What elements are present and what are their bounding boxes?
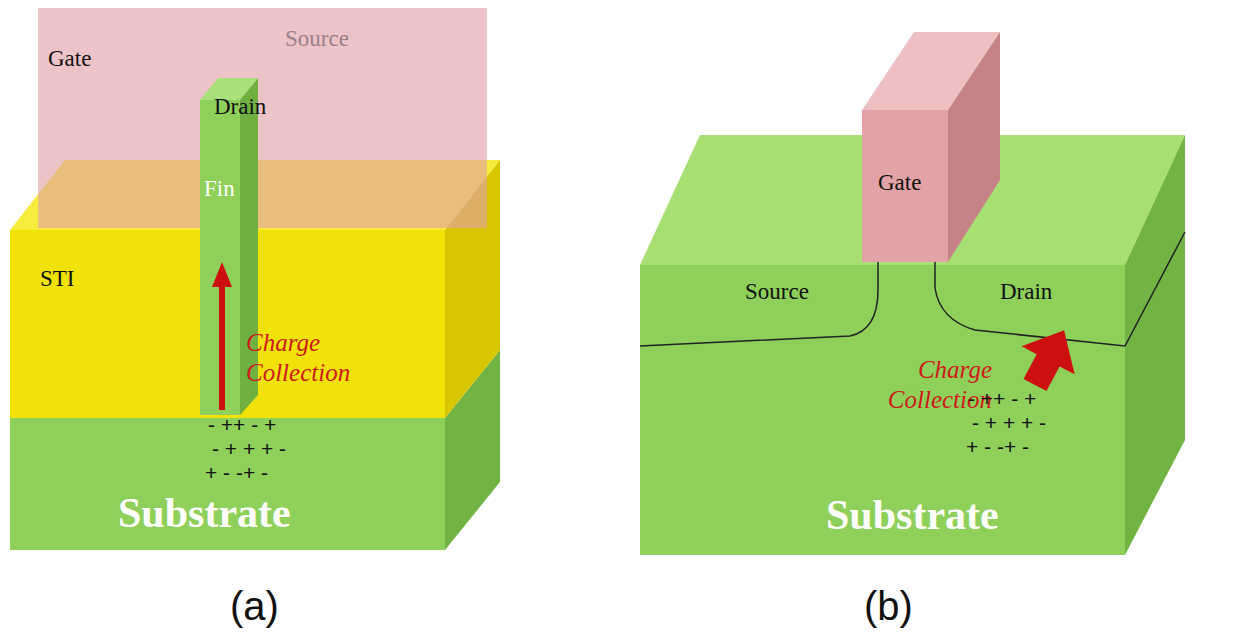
charge-symbols: - ++ - + [208, 414, 276, 435]
node-text: Gate [48, 46, 94, 71]
arrow-head [212, 262, 232, 287]
panel-label: (a) [230, 584, 279, 628]
substrate-block: Substrate [118, 490, 293, 537]
charge-symbols: + - -+ - [205, 462, 268, 483]
fin-block: Fin [204, 176, 237, 202]
node-text: Substrate [826, 492, 1001, 538]
sti-block: STI [40, 266, 77, 292]
collection-arrow [1009, 316, 1091, 399]
node-text: STI [40, 266, 77, 291]
charge-symbols: - + + + - [212, 438, 286, 459]
charge-symbols: + - -+ - [966, 436, 1029, 457]
gate-slab [38, 8, 487, 228]
planar-illustration [640, 32, 1185, 555]
substrate-front [640, 265, 1125, 555]
drain-junction [935, 232, 1185, 346]
charge-symbols: - ++ - + [968, 388, 1036, 409]
terminal-label: Source [285, 26, 349, 51]
terminal-label: Drain [214, 94, 266, 119]
substrate-side [1125, 135, 1185, 555]
gate-block: Gate [878, 170, 924, 196]
terminal-label: Drain [1000, 279, 1052, 304]
terminal-label: Source [745, 279, 809, 304]
charge-symbols: - + + + - [972, 412, 1046, 433]
substrate-front [10, 418, 445, 550]
gate-side [948, 32, 1000, 262]
gate-front [862, 110, 948, 262]
fin-front [200, 100, 240, 415]
mechanism-label: Charge Collection [246, 328, 386, 388]
source-junction [640, 262, 878, 346]
panel-label: (b) [864, 584, 913, 628]
gate-block: Gate [48, 46, 94, 72]
node-text: Substrate [118, 490, 293, 536]
substrate-block: Substrate [826, 492, 1001, 539]
node-text: Fin [204, 176, 237, 201]
collection-arrow [219, 285, 225, 410]
node-text: Gate [878, 170, 924, 195]
finfet-illustration [10, 8, 500, 550]
